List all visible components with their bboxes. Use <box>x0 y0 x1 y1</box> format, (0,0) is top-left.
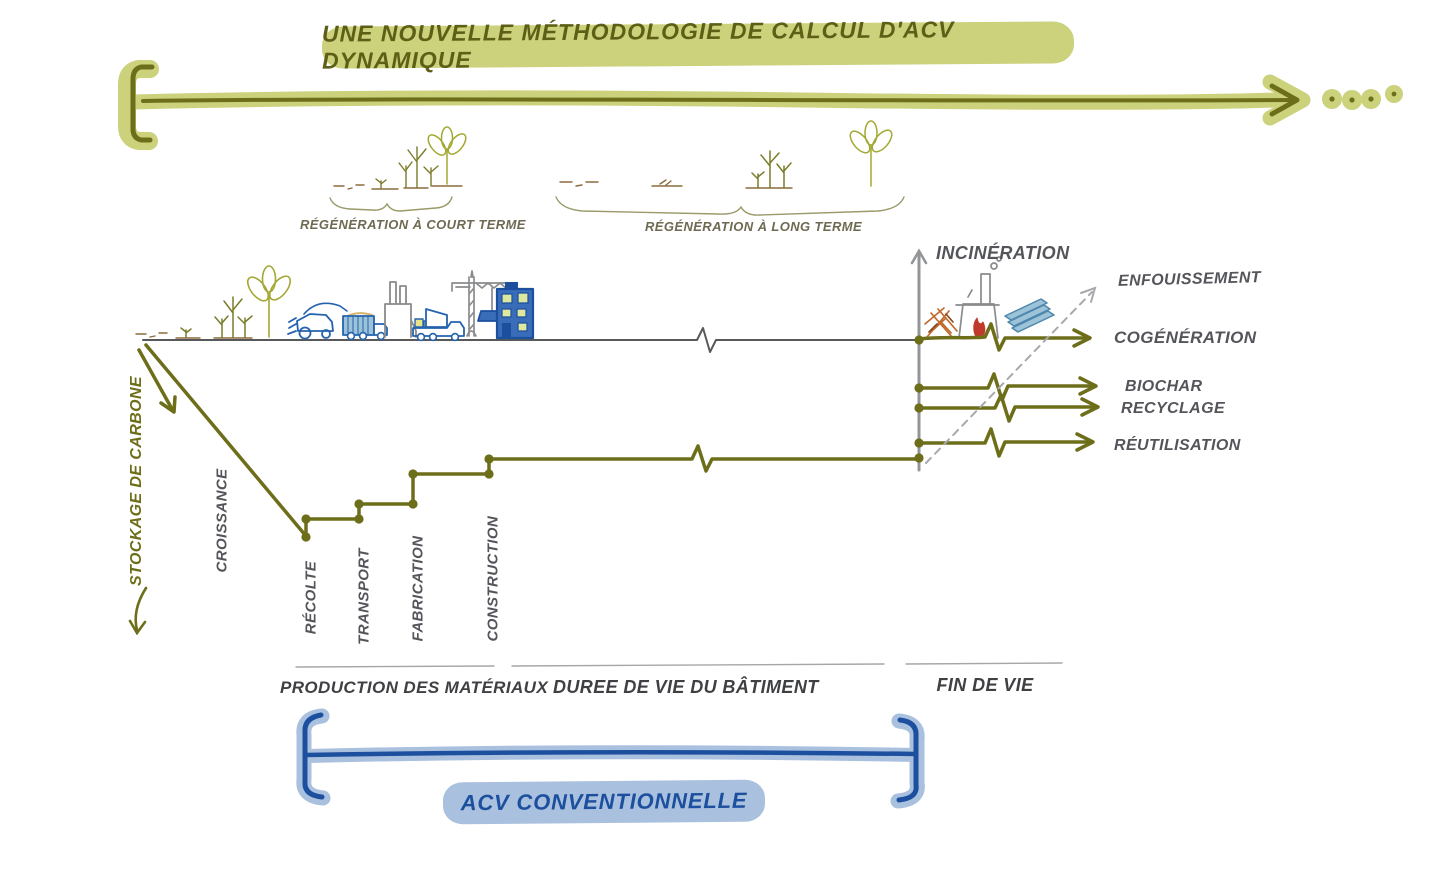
recyclage-line <box>917 393 1100 423</box>
incinerator-icon <box>955 256 1002 339</box>
reutilisation-line <box>917 427 1095 458</box>
recolte-label: RÉCOLTE <box>302 560 320 635</box>
production-phase-label: PRODUCTION DES MATÉRIAUX <box>280 678 549 697</box>
biochar-line <box>917 372 1098 402</box>
short-term-regeneration-label: RÉGÉNÉRATION À COURT TERME <box>300 217 526 232</box>
carbon-storage-arrows <box>137 343 308 538</box>
long-term-plants-icon <box>555 120 905 216</box>
wood-pile-icon <box>924 307 958 338</box>
y-axis-arrow <box>128 586 148 636</box>
long-term-regeneration-label: RÉGÉNÉRATION À LONG TERME <box>645 219 863 234</box>
reutilisation-label: RÉUTILISATION <box>1114 437 1241 454</box>
cogeneration-label: COGÉNÉRATION <box>1114 328 1257 347</box>
transport-label: TRANSPORT <box>355 548 373 645</box>
enfouissement-label: ENFOUISSEMENT <box>1117 269 1262 290</box>
incineration-label: INCINÉRATION <box>936 243 1070 263</box>
building-icon <box>495 282 535 340</box>
construction-label: CONSTRUCTION <box>484 515 502 642</box>
harvester-icon <box>287 302 348 340</box>
biochar-label: BIOCHAR <box>1125 378 1203 395</box>
acv-bracket <box>296 708 925 809</box>
building-life-phase-label: DUREE DE VIE DU BÂTIMENT <box>553 677 819 697</box>
lumber-stack-icon <box>1004 298 1055 333</box>
factory-icon <box>384 281 417 338</box>
page-title: UNE NOUVELLE MÉTHODOLOGIE DE CALCUL D'AC… <box>321 16 955 74</box>
fabrication-label: FABRICATION <box>409 535 427 642</box>
short-term-plants-icon <box>329 126 467 212</box>
emission-step-line <box>304 444 920 539</box>
step-points <box>301 454 494 542</box>
croissance-label: CROISSANCE <box>213 468 231 573</box>
acv-conventionnelle-banner: ACV CONVENTIONNELLE <box>442 779 766 825</box>
grain-truck-icon <box>342 312 388 341</box>
top-timeline-arrow <box>118 60 1403 150</box>
enfouissement-dashed-line <box>925 286 1097 464</box>
y-axis-label: STOCKAGE DE CARBONE <box>128 376 145 586</box>
croissance-line <box>144 343 308 538</box>
recyclage-label: RECYCLAGE <box>1121 400 1226 417</box>
title-banner: UNE NOUVELLE MÉTHODOLOGIE DE CALCUL D'AC… <box>322 16 1075 74</box>
phase-lines <box>295 662 1063 668</box>
branch-points <box>914 335 924 463</box>
plant-growth-icon <box>135 265 292 339</box>
end-of-life-phase-label: FIN DE VIE <box>936 675 1034 695</box>
cogeneration-line <box>917 322 1092 352</box>
materials-truck-icon <box>412 308 465 342</box>
continuation-dots-icon <box>1322 85 1403 110</box>
end-of-life-axis <box>910 248 928 472</box>
timeline-axis <box>142 327 919 353</box>
acv-conventionnelle-label: ACV CONVENTIONNELLE <box>460 787 748 816</box>
